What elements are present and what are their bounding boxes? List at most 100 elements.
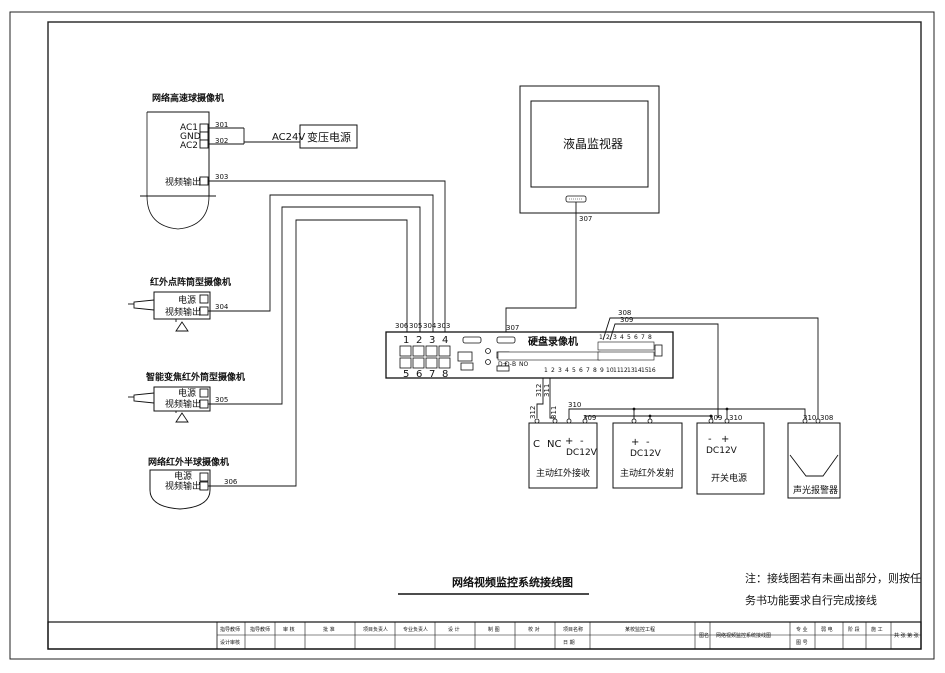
poe-num-1: 1 xyxy=(403,335,409,346)
note-line1: 注：接线图若有未画出部分，则按任 xyxy=(745,571,921,585)
io-bot-11: 11 xyxy=(613,367,621,374)
psu-term-plus: + xyxy=(721,434,729,445)
ir-rx-term-minus: - xyxy=(580,436,584,447)
io-in-3: 3 xyxy=(558,367,562,374)
dome-port-gnd: GND xyxy=(180,132,201,142)
io-bot-13: 13 xyxy=(627,367,635,374)
tb-cell: 批 准 xyxy=(323,626,335,633)
io-in-6: 6 xyxy=(579,367,583,374)
nvr-label: 硬盘录像机 xyxy=(528,335,578,348)
io-bot-15: 15 xyxy=(641,367,649,374)
wire-309-psu-label: 309 xyxy=(709,414,722,422)
dome-port-ac2: AC2 xyxy=(180,141,198,151)
wire-311-nvr-label: 311 xyxy=(543,384,551,397)
io-bot-12: 12 xyxy=(620,367,628,374)
wire-312 xyxy=(536,378,544,418)
zoom-ir-terminal-video xyxy=(199,399,209,409)
tb-cell: 施 工 xyxy=(871,626,883,633)
io-bot-10: 10 xyxy=(606,367,614,374)
wire-311 xyxy=(549,378,555,419)
io-bot-9: 9 xyxy=(600,367,604,374)
tb-cell: 弱 电 xyxy=(821,626,833,633)
tb-cell: 校 对 xyxy=(528,626,540,633)
io-top-5: 5 xyxy=(627,334,631,341)
wire-309-rx-label: 309 xyxy=(583,414,596,422)
nvr-port-label-303: 303 xyxy=(437,322,450,330)
note-line2: 务书功能要求自行完成接线 xyxy=(745,593,877,607)
io-top-6: 6 xyxy=(634,334,638,341)
wire-308-alarm-label: 308 xyxy=(820,414,833,422)
nvr-io-block: 1 2 3 4 5 6 7 8 9 10 11 12 13 14 15 16 xyxy=(597,334,656,374)
tb-cell: 专 业 xyxy=(796,626,808,633)
dome-camera xyxy=(140,111,216,230)
psu-term-minus: - xyxy=(708,434,712,445)
ir-transmitter-label: 主动红外发射 xyxy=(620,467,674,479)
io-top-8: 8 xyxy=(648,334,652,341)
tb-cell: 日 期 xyxy=(563,640,575,646)
title-block-text: 指导教师 指导教师 审 核 批 准 项目负责人 专业负责人 设 计 制 图 校 … xyxy=(220,626,919,646)
wire-305-label: 305 xyxy=(215,396,228,404)
tb-cell: 图 号 xyxy=(796,640,808,646)
dome-port-ac1: AC1 xyxy=(180,123,198,133)
tb-cell: 指导教师 xyxy=(220,626,240,633)
poe-num-4: 4 xyxy=(442,335,448,346)
title-block xyxy=(47,621,922,650)
dome-terminal-gnd xyxy=(199,131,209,141)
wire-303 xyxy=(208,180,446,334)
ir-rx-term-plus: + xyxy=(565,436,573,447)
wire-310-rx-label: 310 xyxy=(568,401,581,409)
io-top-4: 4 xyxy=(620,334,624,341)
io-no: NO xyxy=(519,361,528,368)
io-top-2: 2 xyxy=(606,334,610,341)
ir-rx-term-nc: NC xyxy=(547,439,561,450)
wire-307 xyxy=(505,202,577,337)
tb-cell: 图名 xyxy=(699,632,709,639)
lcd-monitor-label: 液晶监视器 xyxy=(563,136,623,151)
wire-312-nvr-label: 312 xyxy=(535,384,543,397)
wire-310-alarm-label: 310 xyxy=(803,414,816,422)
wire-307-top-label: 307 xyxy=(579,215,592,223)
io-top-7: 7 xyxy=(641,334,645,341)
transformer-label: 变压电源 xyxy=(307,130,351,144)
junction-dots xyxy=(632,407,729,418)
wire-306 xyxy=(208,219,408,487)
transformer-box xyxy=(299,124,358,149)
dome-terminal-video xyxy=(199,176,209,186)
tb-cell: 共 张 第 张 xyxy=(894,632,919,639)
io-dminus: D- xyxy=(505,361,512,368)
wire-310 xyxy=(568,408,806,419)
poe-num-7: 7 xyxy=(429,369,435,380)
alarm-box xyxy=(787,422,841,499)
diagram-title: 网络视频监控系统接线图 xyxy=(452,575,573,589)
ir-hemi-video-label: 视频输出 xyxy=(165,480,201,492)
ir-bullet-power-label: 电源 xyxy=(178,294,196,306)
terminal-dots xyxy=(534,418,821,424)
ir-tx-power: DC12V xyxy=(630,449,662,459)
wire-310-psu-label: 310 xyxy=(729,414,742,422)
transformer-voltage: AC24V xyxy=(272,132,305,143)
wire-305 xyxy=(208,206,421,405)
tb-cell: 制 图 xyxy=(488,626,500,633)
io-bot-16: 16 xyxy=(648,367,656,374)
nvr-port-label-306: 306 xyxy=(395,322,409,330)
wire-309 xyxy=(609,323,719,418)
tb-cell: 阶 段 xyxy=(848,626,860,633)
wire-312-rx-label: 312 xyxy=(529,406,537,419)
io-dplus: D+ xyxy=(498,361,508,368)
ir-rx-term-c: C xyxy=(533,439,540,450)
ir-hemi-camera-label: 网络红外半球摄像机 xyxy=(148,456,229,468)
zoom-ir-power-label: 电源 xyxy=(178,387,196,399)
dome-camera-label: 网络高速球摄像机 xyxy=(152,92,224,104)
io-top-1: 1 xyxy=(599,334,603,341)
ir-bullet-terminal-video xyxy=(199,306,209,316)
wire-309-nvr-label: 309 xyxy=(620,316,633,324)
ir-bullet-terminal-power xyxy=(199,294,209,304)
wire-308 xyxy=(602,317,819,420)
poe-num-6: 6 xyxy=(416,369,422,380)
poe-ports xyxy=(399,345,451,369)
wire-303-label: 303 xyxy=(215,173,228,181)
switch-psu-label: 开关电源 xyxy=(711,472,747,484)
ir-bullet-video-label: 视频输出 xyxy=(165,306,201,318)
